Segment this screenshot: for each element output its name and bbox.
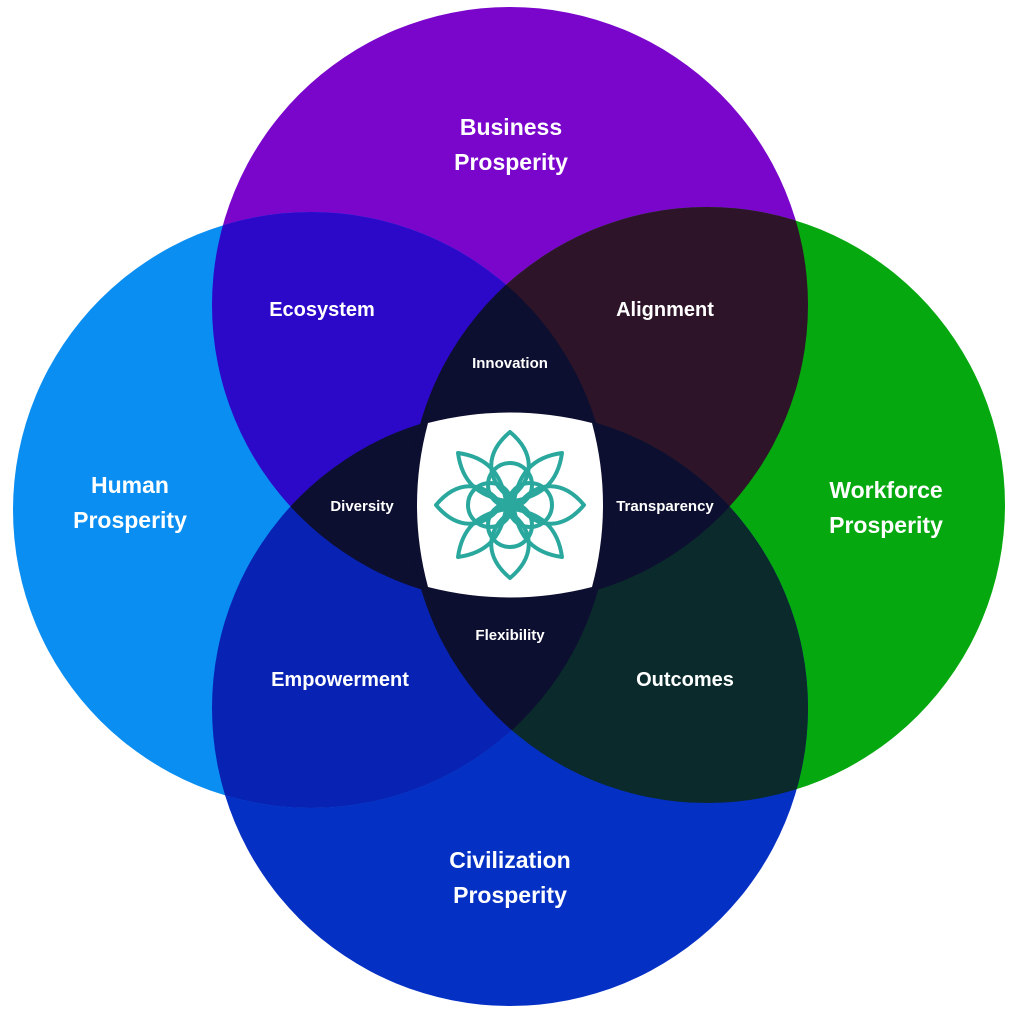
alignment-label: Alignment	[616, 299, 714, 321]
civilization-label-line1: Civilization	[449, 847, 570, 873]
overlap-innovation-right	[409, 212, 609, 603]
business-label-line2: Prosperity	[454, 149, 568, 175]
flexibility-label: Flexibility	[475, 627, 545, 644]
transparency-label: Transparency	[616, 498, 714, 515]
business-label-line1: Business	[460, 114, 562, 140]
innovation-label: Innovation	[472, 355, 548, 372]
workforce-label-line2: Prosperity	[829, 512, 943, 538]
overlap-flexibility	[409, 410, 609, 803]
diversity-label: Diversity	[330, 498, 394, 515]
human-label-line2: Prosperity	[73, 507, 187, 533]
workforce-label-line1: Workforce	[829, 477, 942, 503]
overlap-transparency	[409, 410, 808, 603]
ecosystem-label: Ecosystem	[269, 299, 375, 321]
empowerment-label: Empowerment	[271, 669, 409, 691]
human-label-line1: Human	[91, 472, 169, 498]
overlap-diversity	[212, 410, 609, 603]
outcomes-label: Outcomes	[636, 669, 734, 691]
lotus-flower-icon	[434, 430, 586, 580]
civilization-label-line2: Prosperity	[453, 882, 567, 908]
